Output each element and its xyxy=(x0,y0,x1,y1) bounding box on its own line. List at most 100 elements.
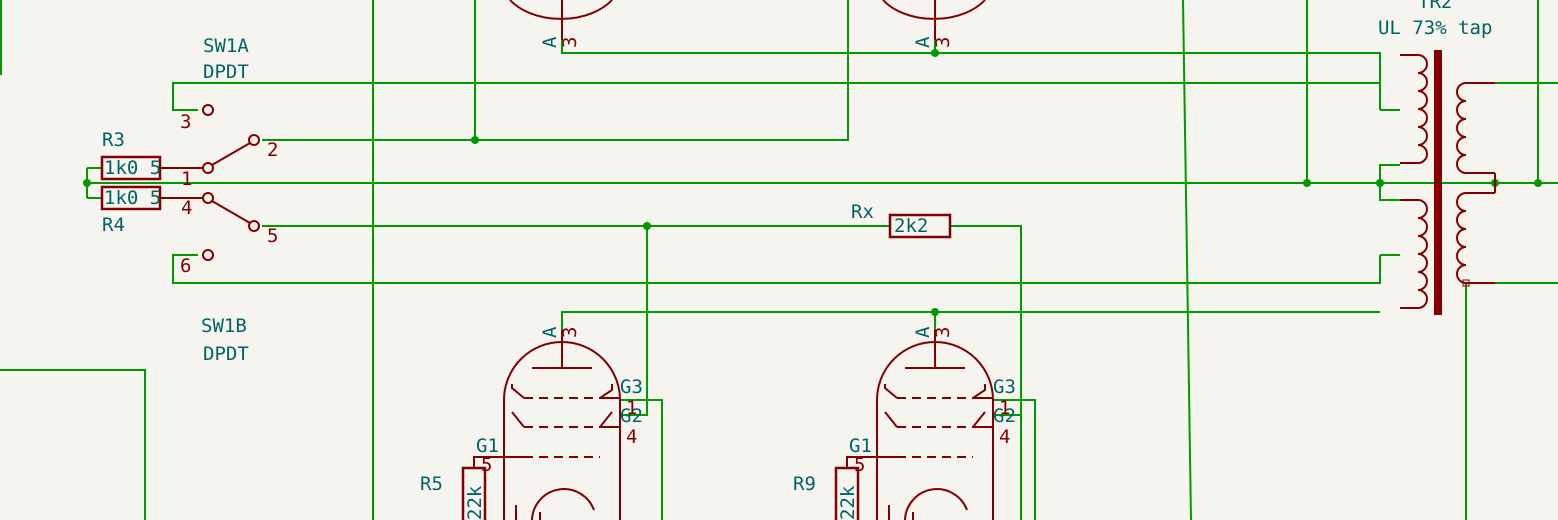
r5-value: 22k xyxy=(464,485,486,520)
tube-tr-pin-a: A xyxy=(912,36,934,48)
r9-value: 22k xyxy=(837,485,859,520)
r3-ref: R3 xyxy=(102,129,125,151)
wire-rx-right xyxy=(950,225,1022,520)
transformer-tr2 xyxy=(1400,50,1496,315)
tube-g1-lead xyxy=(473,456,524,468)
junction-dot xyxy=(1376,179,1384,187)
tube-cathode xyxy=(904,488,968,520)
tube-br-pin-g2: G2 xyxy=(993,405,1016,427)
tube-g2-lead xyxy=(973,415,994,428)
tube-br-pin-g1: G1 xyxy=(849,435,872,457)
transformer-value: UL 73% tap xyxy=(1378,17,1492,39)
sw-pin-4: 4 xyxy=(181,197,192,219)
wire-anode-top xyxy=(561,40,1381,110)
pin-numbers: 3 2 1 4 5 6 3 3 3 3 1 4 5 1 4 5 xyxy=(180,37,1010,476)
tube-br-pin-g3: G3 xyxy=(993,376,1016,398)
tube-bl-pin-g1: G1 xyxy=(476,435,499,457)
wire-vertical-1183 xyxy=(1182,0,1192,520)
r4-ref: R4 xyxy=(102,214,125,236)
r3-value: 1k0 5 xyxy=(104,157,161,179)
tube-deflector-left xyxy=(884,384,898,428)
transformer-secondary-lower xyxy=(1456,192,1495,284)
wire-primary-ct xyxy=(1379,164,1400,201)
junction-dot xyxy=(83,179,91,187)
r4-value: 1k0 5 xyxy=(104,187,161,209)
junction-dot xyxy=(1303,179,1311,187)
tube-bottom-left xyxy=(473,330,621,520)
wire-g3-left xyxy=(620,399,663,520)
junction-dot xyxy=(1534,179,1542,187)
tube-bl-pin-4: 4 xyxy=(626,426,637,448)
wire-sw-pin2 xyxy=(262,0,849,141)
wire-left-bottom xyxy=(0,369,146,520)
sw1b-ref: SW1B xyxy=(201,315,247,337)
tube-top-left xyxy=(509,0,613,40)
tube-deflector-right xyxy=(972,384,986,428)
tube-g1-lead xyxy=(846,456,897,468)
tube-heater xyxy=(515,505,541,520)
tube-bl-pin-a: A xyxy=(539,326,561,338)
switch-sw1 xyxy=(160,104,260,261)
tube-g2-lead xyxy=(600,415,621,428)
r5-ref: R5 xyxy=(420,473,443,495)
tube-top-right xyxy=(882,0,986,40)
tube-br-pin-a: A xyxy=(912,326,934,338)
tube-bl-pin-5: 5 xyxy=(481,454,492,476)
sw-pin-2: 2 xyxy=(267,139,278,161)
switch-contact-6 xyxy=(202,249,214,261)
tube-cathode xyxy=(531,488,595,520)
tube-bottom-right xyxy=(846,330,994,520)
tube-tl-pin-a: A xyxy=(539,36,561,48)
junction-dot xyxy=(471,136,479,144)
tube-deflector-right xyxy=(599,384,613,428)
tube-heater xyxy=(888,505,914,520)
rx-value: 2k2 xyxy=(894,215,928,237)
sw1a-ref: SW1A xyxy=(203,35,249,57)
transformer-primary-lower xyxy=(1400,199,1428,309)
switch-blade-a xyxy=(211,142,251,166)
tube-br-pin-5: 5 xyxy=(854,454,865,476)
tube-bl-pin-g3: G3 xyxy=(620,376,643,398)
switch-contact-4 xyxy=(202,192,214,204)
sw-pin-1: 1 xyxy=(181,168,192,190)
sw-pin-5: 5 xyxy=(267,225,278,247)
sw-pin-6: 6 xyxy=(180,255,191,277)
transformer-tap-marker xyxy=(1462,279,1470,287)
wire-r3-r4-left xyxy=(87,167,102,199)
wire-sw-pin3 xyxy=(172,82,1380,111)
junction-dot xyxy=(931,49,939,57)
sw1b-value: DPDT xyxy=(203,343,249,365)
junctions xyxy=(83,49,1542,316)
resistor-r3-body xyxy=(100,155,162,181)
tube-deflector-left xyxy=(511,384,525,428)
transformer-ref: TR2 xyxy=(1418,0,1452,13)
tube-bl-pin-g2: G2 xyxy=(620,405,643,427)
wire-anode-bottom xyxy=(561,311,1380,330)
tube-br-pin-4: 4 xyxy=(999,426,1010,448)
wire-g2-left xyxy=(620,226,648,416)
tube-br-pin-3: 3 xyxy=(932,327,954,338)
switch-contact-1 xyxy=(202,162,214,174)
resistor-rx-body xyxy=(888,213,952,239)
switch-blade-b xyxy=(211,200,251,224)
transformer-primary-upper xyxy=(1400,54,1428,164)
sw1a-value: DPDT xyxy=(203,61,249,83)
tube-tr-pin-3: 3 xyxy=(932,37,954,48)
resistor-r4-body xyxy=(100,185,162,211)
switch-contact-2 xyxy=(248,134,260,146)
tube-tl-pin-3: 3 xyxy=(559,37,581,48)
tube-br-pin-1: 1 xyxy=(999,397,1010,419)
r9-ref: R9 xyxy=(793,473,816,495)
wire-g3-right xyxy=(993,399,1036,520)
sw-pin-3: 3 xyxy=(180,111,191,133)
transformer-secondary-upper xyxy=(1456,82,1495,174)
junction-dot xyxy=(643,222,651,230)
junction-dot xyxy=(931,308,939,316)
switch-contact-3 xyxy=(202,104,214,116)
wire-sw-pin6 xyxy=(172,254,1381,284)
rx-ref: Rx xyxy=(851,201,874,223)
switch-contact-5 xyxy=(248,220,260,232)
labels: SW1A DPDT SW1B DPDT R3 1k0 5 1k0 5 R4 Rx… xyxy=(102,0,1492,520)
tube-bl-pin-3: 3 xyxy=(559,327,581,338)
